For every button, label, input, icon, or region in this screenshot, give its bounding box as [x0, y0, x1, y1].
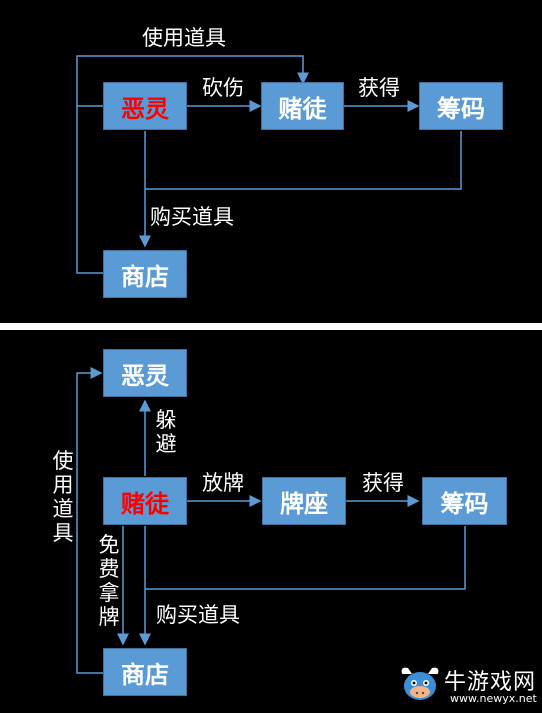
bottom-diagram-edges: [76, 367, 466, 674]
edge-top-use-item: [76, 55, 309, 274]
label-top-gain: 获得: [358, 76, 400, 100]
node-top-shop: 商店: [103, 250, 187, 298]
label-bottom-play-card: 放牌: [202, 471, 244, 495]
label-bottom-free-card: 免费拿牌: [98, 533, 120, 629]
watermark-name: 牛游戏网: [444, 670, 537, 695]
label-top-buy-item: 购买道具: [150, 205, 234, 229]
node-bottom-card-seat: 牌座: [262, 477, 346, 525]
edge-top-chips-return: [145, 131, 462, 190]
label-bottom-buy-item: 购买道具: [156, 603, 240, 627]
top-diagram-edges: [76, 55, 462, 274]
label-bottom-gain: 获得: [362, 471, 404, 495]
watermark-url: www.newyx.net: [450, 692, 537, 705]
node-top-chips: 筹码: [419, 82, 503, 130]
label-top-hack: 砍伤: [202, 76, 244, 100]
edge-bottom-use-item: [76, 367, 103, 674]
panel-separator: [0, 323, 542, 330]
label-top-use-item: 使用道具: [142, 26, 226, 50]
node-bottom-evil-spirit: 恶灵: [103, 349, 187, 397]
node-top-gambler: 赌徒: [261, 82, 344, 130]
label-bottom-use-item: 使用道具: [52, 449, 74, 545]
bull-mascot-icon: [401, 667, 439, 700]
edge-bottom-chips-return: [145, 526, 466, 590]
node-bottom-gambler: 赌徒: [103, 477, 187, 525]
node-top-evil-spirit: 恶灵: [103, 82, 187, 130]
top-diagram-panel: 使用道具 砍伤 获得 购买道具 恶灵 赌徒 筹码 商店: [0, 0, 542, 323]
bottom-diagram-panel: 躲避 放牌 获得 使用道具 免费拿牌 购买道具 恶灵 赌徒 牌座 筹码 商店: [0, 330, 542, 713]
node-bottom-shop: 商店: [103, 648, 187, 696]
watermark: 牛游戏网 www.newyx.net: [398, 662, 540, 708]
node-bottom-chips: 筹码: [422, 477, 507, 525]
label-bottom-dodge: 躲避: [155, 408, 177, 456]
